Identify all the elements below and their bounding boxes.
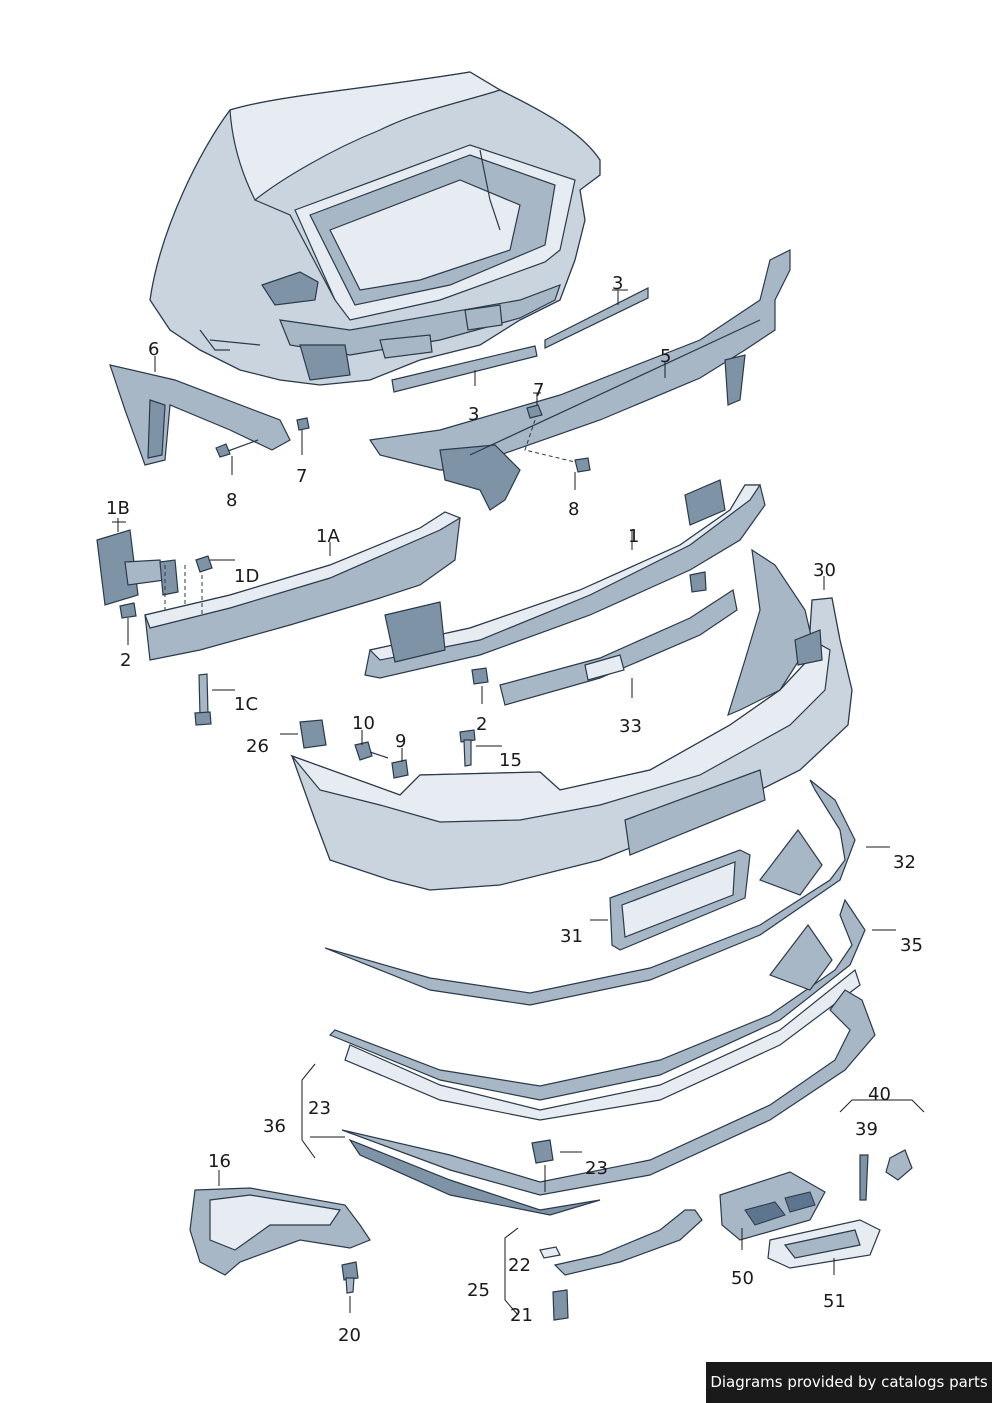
washer-22 — [539, 1246, 561, 1259]
seal-strip-lower — [391, 345, 538, 393]
label-40: 40 — [868, 1084, 891, 1105]
label-5: 5 — [660, 346, 671, 367]
leader-lines — [112, 289, 925, 1316]
bumper-carrier-1 — [364, 479, 766, 679]
label-1: 1 — [628, 526, 639, 547]
screw-8-left — [215, 439, 259, 458]
trim-strip-35 — [328, 898, 866, 1121]
label-35: 35 — [900, 935, 923, 956]
label-32: 32 — [893, 852, 916, 873]
label-39: 39 — [855, 1119, 878, 1140]
clip-26 — [299, 719, 327, 749]
label-7-right: 7 — [533, 380, 544, 401]
license-plate-holder-31 — [609, 849, 751, 951]
side-bracket-left — [109, 364, 291, 466]
label-2-center: 2 — [476, 714, 487, 735]
label-7-left: 7 — [296, 466, 307, 487]
label-23-upper: 23 — [308, 1098, 331, 1119]
label-1a: 1A — [316, 526, 340, 547]
screw-10 — [354, 741, 389, 761]
label-26: 26 — [246, 736, 269, 757]
car-body-rear — [149, 71, 601, 386]
mounting-plate-1b — [96, 529, 179, 606]
label-23-lower: 23 — [585, 1158, 608, 1179]
screw-8-right — [574, 457, 591, 473]
insert-lower — [769, 923, 833, 991]
screw-7-left — [296, 417, 310, 431]
nut-9 — [391, 759, 409, 779]
plug-40 — [885, 1149, 913, 1181]
label-15: 15 — [499, 750, 522, 771]
label-50: 50 — [731, 1268, 754, 1289]
impact-absorber-bar — [368, 249, 791, 511]
screw-20 — [341, 1261, 359, 1294]
nut-1d — [195, 555, 213, 573]
trim-strip-32 — [324, 779, 856, 1006]
bolt-1c — [194, 673, 212, 726]
bumper-cover-30 — [290, 548, 853, 891]
screw-7-right — [526, 404, 543, 419]
label-21: 21 — [510, 1305, 533, 1326]
label-16: 16 — [208, 1151, 231, 1172]
nut-2-center — [471, 667, 489, 685]
seal-strip-upper — [544, 287, 649, 349]
label-9: 9 — [395, 731, 406, 752]
label-3-bottom: 3 — [468, 404, 479, 425]
tailpipe-50 — [719, 1171, 826, 1241]
label-51: 51 — [823, 1291, 846, 1312]
label-2-left: 2 — [120, 650, 131, 671]
label-1d: 1D — [234, 566, 259, 587]
label-36: 36 — [263, 1116, 286, 1137]
pin-39 — [859, 1154, 869, 1201]
nut-2-left — [119, 602, 137, 619]
screw-21 — [552, 1289, 569, 1321]
label-30: 30 — [813, 560, 836, 581]
label-31: 31 — [560, 926, 583, 947]
label-10: 10 — [352, 713, 375, 734]
bracket-16 — [189, 1187, 371, 1276]
insert-upper — [759, 828, 823, 896]
label-3-top: 3 — [612, 273, 623, 294]
bumper-bracket-left-1a — [144, 511, 462, 661]
label-20: 20 — [338, 1325, 361, 1346]
label-6: 6 — [148, 339, 159, 360]
label-25: 25 — [467, 1280, 490, 1301]
label-8-right: 8 — [568, 499, 579, 520]
clip-23 — [531, 1139, 554, 1164]
guide-strip-25 — [553, 1209, 703, 1276]
label-22: 22 — [508, 1255, 531, 1276]
label-1b: 1B — [106, 498, 130, 519]
label-1c: 1C — [234, 694, 258, 715]
label-33: 33 — [619, 716, 642, 737]
tailpipe-trim-51 — [767, 1219, 881, 1269]
trim-strip-lower — [341, 989, 876, 1216]
callout-labels: 3 3 5 6 7 7 8 8 1B 1A 1 1D 30 2 1C 2 33 … — [106, 273, 923, 1346]
reflector-strip-33 — [499, 589, 738, 706]
credit-banner: Diagrams provided by catalogs parts — [706, 1362, 992, 1403]
label-8-left: 8 — [226, 490, 237, 511]
bolt-15 — [459, 729, 476, 767]
